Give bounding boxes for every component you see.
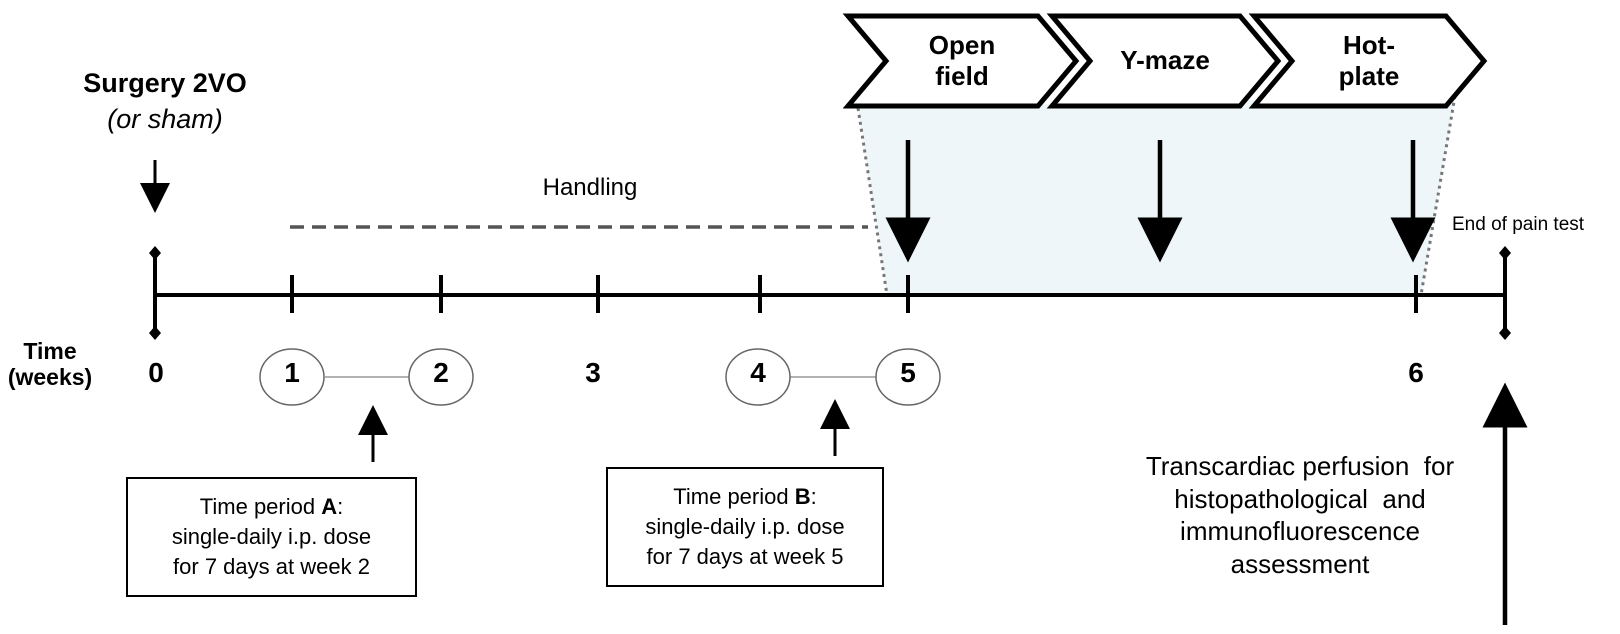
time-period-a-line2: single-daily i.p. dose — [171, 524, 372, 550]
hot-plate-label-line1: Hot- — [1343, 30, 1395, 60]
tick-label-2: 2 — [433, 357, 449, 388]
time-period-a-prefix: Time period — [199, 494, 322, 520]
axis-start-diamond-top — [149, 246, 161, 260]
week-5-circle — [875, 348, 941, 406]
time-axis-label: Time (weeks) — [0, 338, 100, 391]
time-period-b-title: Time period B: — [608, 482, 882, 512]
perfusion-text: Transcardiac perfusion for histopatholog… — [1110, 450, 1490, 580]
perfusion-line1: Transcardiac perfusion for — [1145, 451, 1455, 481]
week-1-circle — [259, 348, 325, 406]
testing-window-shade — [858, 96, 1455, 295]
time-period-a-title: Time period A: — [128, 492, 415, 522]
time-period-b-line2: single-daily i.p. dose — [645, 514, 845, 540]
chevron-open-field — [842, 13, 1080, 109]
time-period-a-box: Time period A: single-daily i.p. dose fo… — [126, 477, 417, 597]
time-axis-label-line1: Time — [23, 338, 77, 364]
axis-start-diamond-bottom — [149, 326, 161, 340]
hot-plate-label-line2: plate — [1338, 61, 1400, 92]
hot-plate-label: Hot- plate — [1292, 30, 1446, 92]
perfusion-line4: assessment — [1230, 548, 1370, 579]
perfusion-line3: immunofluorescence — [1180, 516, 1420, 546]
y-maze-label-line1: Y-maze — [1120, 45, 1210, 75]
chevron-hot-plate — [1248, 13, 1488, 109]
time-period-b-letter: B — [794, 484, 811, 510]
axis-end-diamond-bottom — [1499, 326, 1511, 340]
handling-label: Handling — [542, 174, 638, 201]
open-field-label-line1: Open — [928, 30, 996, 60]
time-axis-label-line2: (weeks) — [7, 364, 93, 391]
chevron-y-maze — [1046, 13, 1282, 109]
week-2-circle — [408, 348, 474, 406]
time-period-a-letter: A — [321, 494, 338, 520]
week-4-circle — [725, 348, 791, 406]
surgery-subtitle: (or sham) — [107, 104, 223, 134]
open-field-label-line2: field — [935, 61, 989, 92]
tick-label-1: 1 — [284, 357, 300, 388]
open-field-label: Open field — [886, 30, 1038, 92]
tick-label-0: 0 — [148, 357, 164, 388]
surgery-title: Surgery 2VO — [83, 68, 247, 98]
time-period-b-prefix: Time period — [673, 484, 795, 510]
time-period-b-box: Time period B: single-daily i.p. dose fo… — [606, 467, 884, 587]
end-of-pain-test-label: End of pain test — [1452, 214, 1585, 235]
tick-label-6: 6 — [1408, 357, 1424, 388]
perfusion-line2: histopathological and — [1174, 483, 1426, 514]
tick-label-3: 3 — [585, 357, 601, 388]
time-period-b-line3: for 7 days at week 5 — [646, 543, 844, 569]
tick-label-5: 5 — [900, 357, 916, 388]
time-period-b-suffix: : — [810, 484, 817, 510]
time-period-a-suffix: : — [337, 494, 344, 520]
axis-end-diamond-top — [1499, 246, 1511, 260]
time-period-a-line3: for 7 days at week 2 — [173, 553, 370, 579]
tick-label-4: 4 — [750, 357, 766, 388]
y-maze-label: Y-maze — [1090, 45, 1240, 76]
